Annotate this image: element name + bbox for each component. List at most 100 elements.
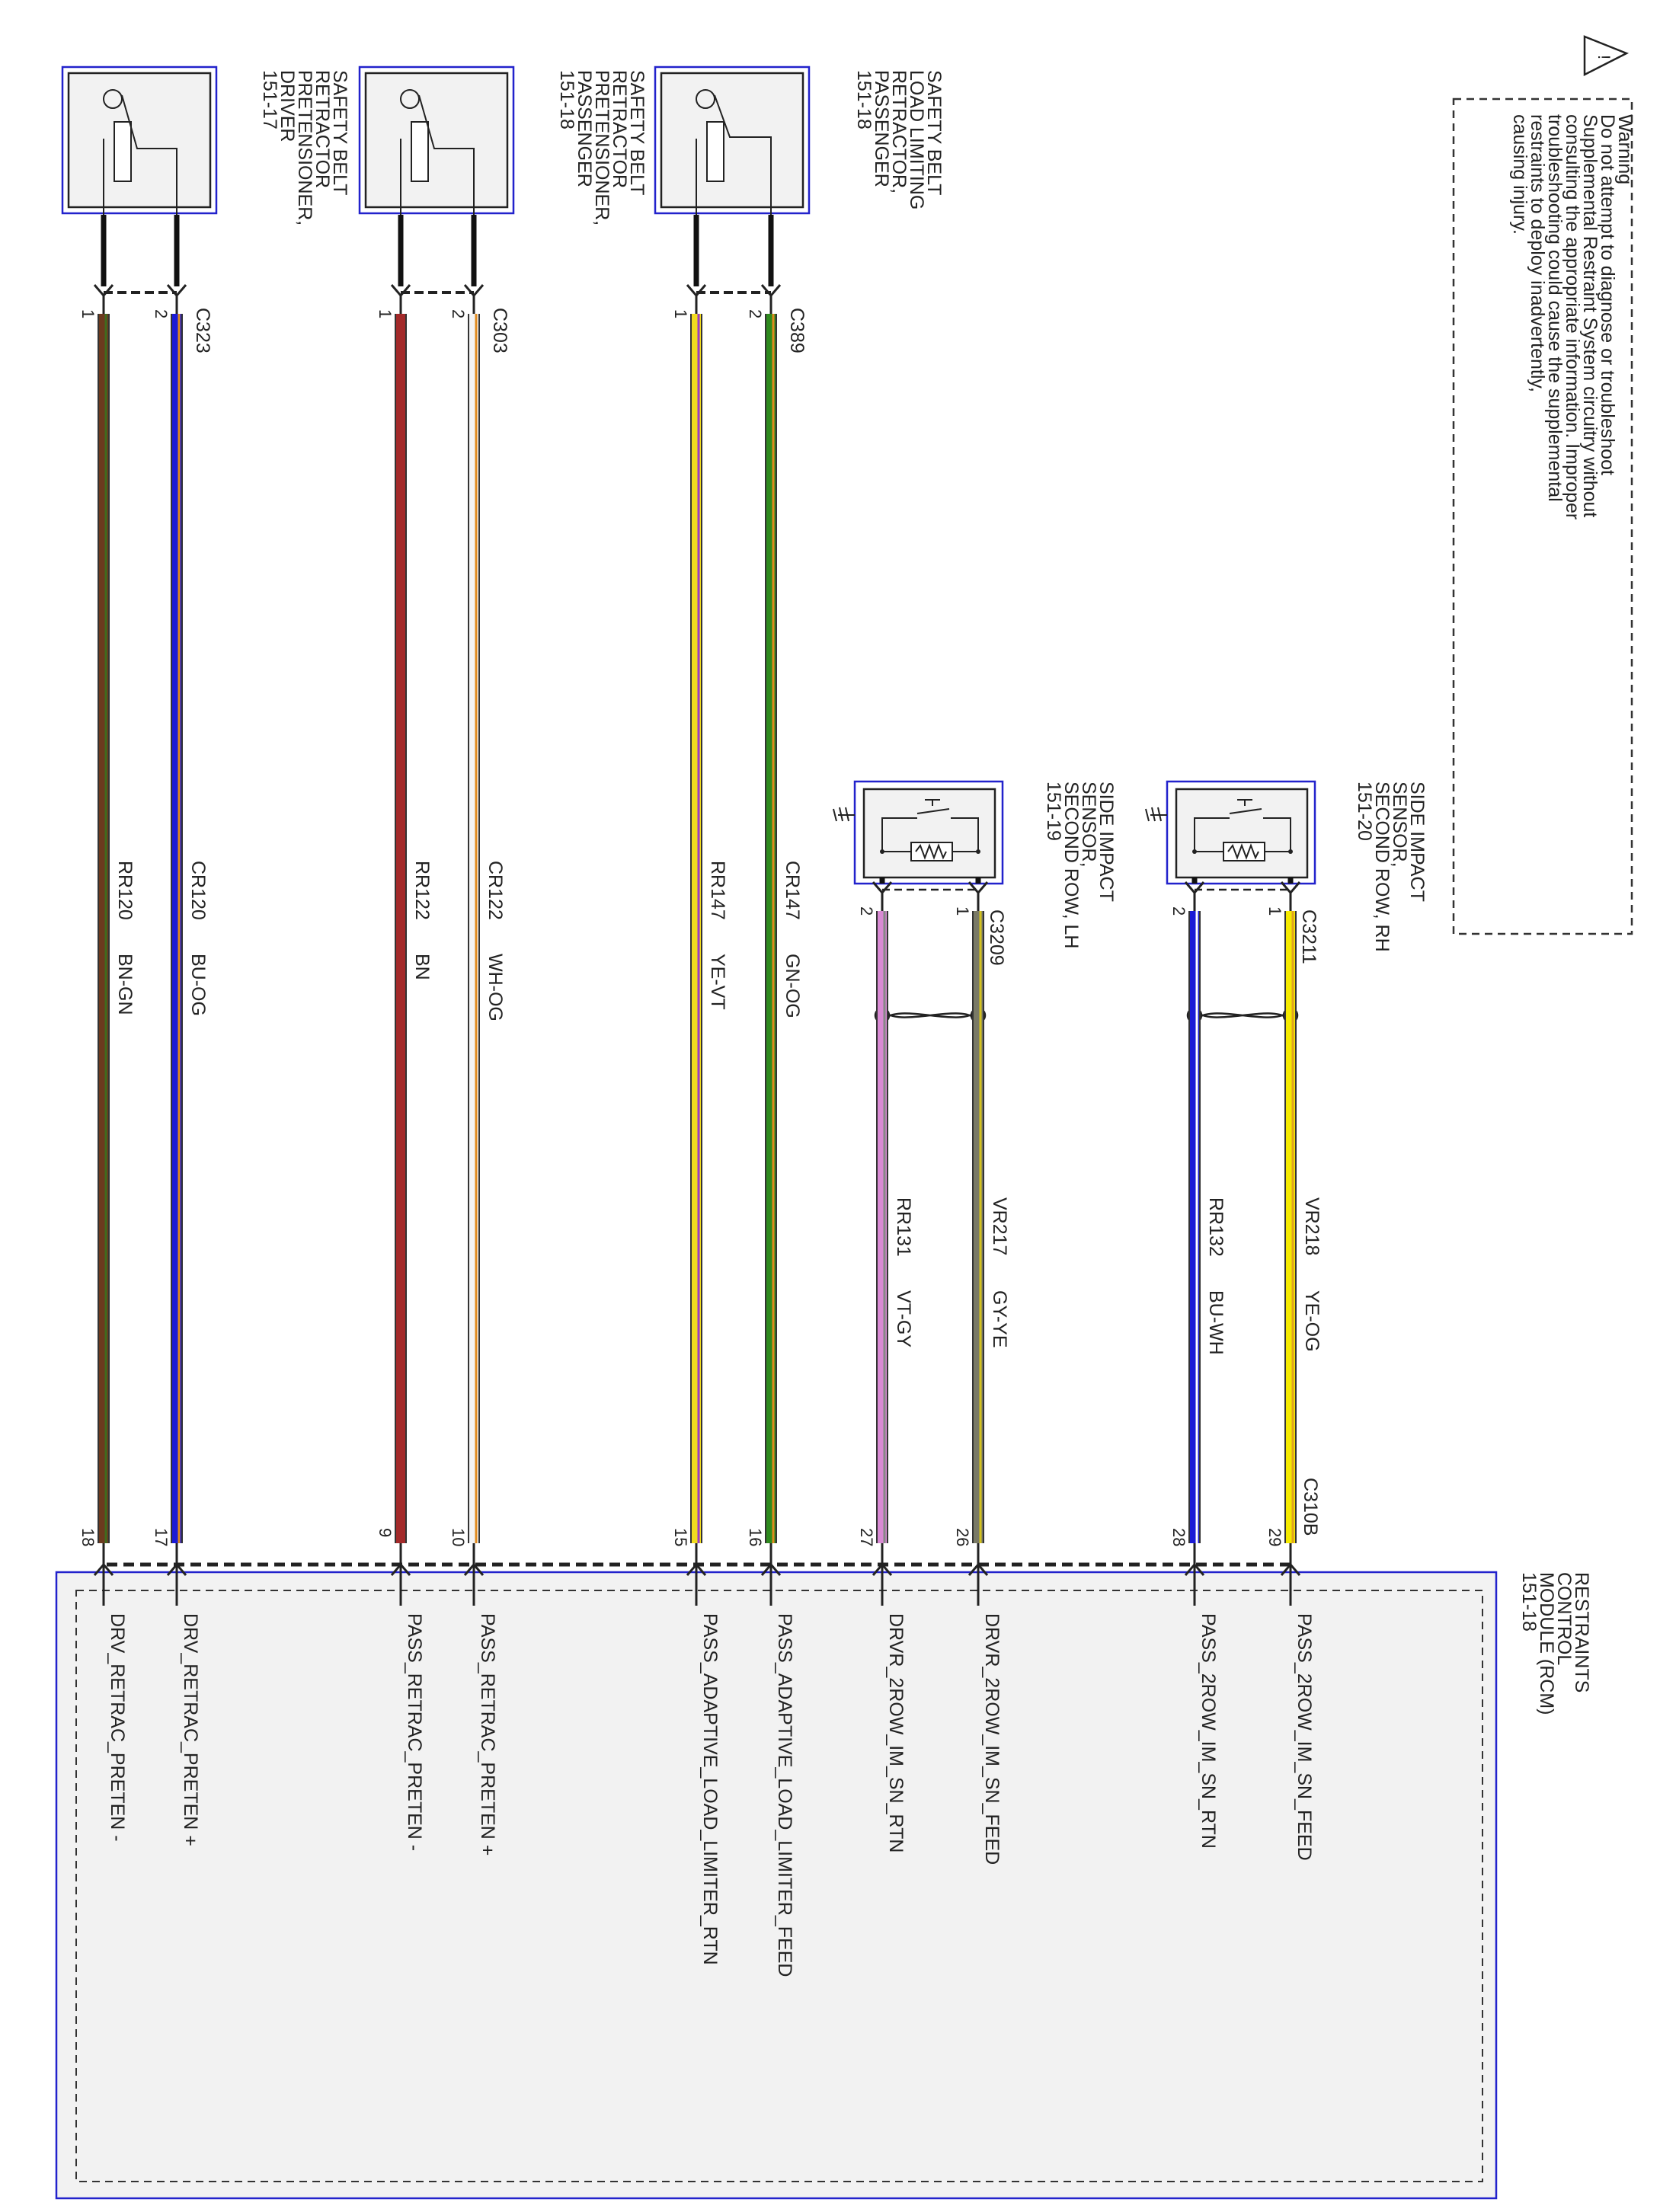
wire-color-code: BN: [411, 954, 433, 980]
connector-terminal-icon: [166, 284, 187, 314]
component-label: 151-18: [556, 70, 577, 129]
component-body: [862, 788, 996, 879]
connector-terminal-icon: [872, 881, 893, 911]
rcm-outline: [55, 1571, 1498, 2200]
wire-color-code: YE-VT: [707, 954, 728, 1010]
component-belt-load-limiter: SAFETY BELT LOAD LIMITING RETRACTOR, PAS…: [654, 66, 945, 353]
wire-color-code: GY-YE: [989, 1290, 1010, 1348]
warning-title: Warning: [1614, 114, 1636, 184]
connector-terminal-icon: [463, 284, 485, 314]
rcm-signal-name: PASS_2ROW_IM_SN_FEED: [1294, 1613, 1315, 1861]
connector-terminal-icon: [1280, 881, 1301, 911]
component-label: 151-17: [259, 70, 280, 129]
wire-color-code: VT-GY: [893, 1290, 914, 1347]
circuit-id: CR147: [782, 861, 803, 920]
component-pin-number: 1: [953, 906, 972, 916]
rcm-signal-name: PASS_2ROW_IM_SN_RTN: [1198, 1613, 1219, 1849]
rcm-title: RESTRAINTS: [1571, 1572, 1592, 1693]
rcm-signal-name: PASS_RETRAC_PRETEN -: [404, 1613, 425, 1851]
rcm-pin-number: 28: [1169, 1528, 1188, 1546]
component-pin-number: 1: [671, 309, 690, 318]
rcm-connector-label: C310B: [1300, 1478, 1321, 1536]
component-body: [364, 72, 509, 209]
component-pin-number: 2: [449, 309, 468, 318]
component-label: 151-18: [853, 70, 875, 129]
connector-terminal-icon: [968, 1543, 989, 1606]
component-pin-number: 2: [152, 309, 171, 318]
component-label: SIDE IMPACT: [1406, 782, 1428, 902]
circuit-id: CR120: [187, 861, 209, 920]
component-label: RETRACTOR: [609, 70, 630, 188]
component-label: SECOND ROW, RH: [1371, 782, 1393, 952]
component-label: SAFETY BELT: [626, 70, 648, 195]
component-label: 151-19: [1043, 782, 1064, 841]
component-pin-number: 2: [746, 309, 765, 318]
wire-color-code: WH-OG: [485, 954, 506, 1021]
circuit-id: RR122: [411, 861, 433, 920]
warning-triangle-mark: !: [1594, 55, 1614, 59]
warning-line: restraints to deploy inadvertently,: [1527, 114, 1548, 392]
circuit-id: RR132: [1205, 1197, 1227, 1257]
connector-terminal-icon: [760, 284, 782, 314]
warning-triangle-icon: [1583, 35, 1630, 77]
component-label: SENSOR,: [1389, 782, 1410, 868]
connector-label: C303: [489, 308, 510, 353]
circuit-id: CR122: [485, 861, 506, 920]
component-label: PRETENSIONER,: [591, 70, 613, 225]
component-label: SECOND ROW, LH: [1060, 782, 1082, 948]
connector-terminal-icon: [686, 284, 707, 314]
rcm-pin-number: 17: [152, 1528, 171, 1546]
warning-line: troubleshooting could cause the suppleme…: [1544, 114, 1566, 502]
connector-terminal-icon: [760, 1543, 782, 1606]
rcm-pin-number: 29: [1265, 1528, 1284, 1546]
rcm-signal-name: DRVR_2ROW_IM_SN_FEED: [981, 1613, 1003, 1865]
wire-color-code: BN-GN: [114, 954, 136, 1015]
circuit-id: RR131: [893, 1197, 914, 1257]
component-pin-number: 1: [78, 309, 98, 318]
connector-terminal-icon: [1184, 881, 1205, 911]
rcm-signal-name: DRVR_2ROW_IM_SN_RTN: [885, 1613, 907, 1852]
rcm-pin-number: 26: [953, 1528, 972, 1546]
component-label: DRIVER: [277, 70, 298, 142]
pretensioner-icon: [400, 89, 475, 251]
connector-terminal-icon: [968, 881, 989, 911]
component-body: [1175, 788, 1309, 879]
warning-panel: ! Warning Do not attempt to diagnose or …: [1452, 35, 1636, 935]
rcm-pin-number: 10: [449, 1528, 468, 1546]
wire-color-code: GN-OG: [782, 954, 803, 1018]
component-label: SAFETY BELT: [923, 70, 945, 195]
component-label: LOAD LIMITING: [906, 70, 927, 209]
connector-terminal-icon: [1280, 1543, 1301, 1606]
component-label: RETRACTOR: [312, 70, 333, 188]
connector-label: C3211: [1298, 909, 1319, 964]
rcm-signal-name: PASS_RETRAC_PRETEN +: [477, 1613, 498, 1856]
circuit-id: VR217: [989, 1197, 1010, 1255]
component-belt-driver: SAFETY BELT RETRACTOR PRETENSIONER, DRIV…: [61, 66, 350, 353]
wire-color-code: BU-OG: [187, 954, 209, 1016]
warning-line: causing injury.: [1509, 114, 1530, 235]
component-belt-passenger: SAFETY BELT RETRACTOR PRETENSIONER, PASS…: [358, 66, 648, 353]
component-pin-number: 1: [376, 309, 395, 318]
connector-terminal-icon: [872, 1543, 893, 1606]
connector-terminal-icon: [686, 1543, 707, 1606]
warning-line: Supplemental Restraint System circuitry …: [1579, 114, 1601, 517]
rcm-title: MODULE (RCM): [1536, 1572, 1557, 1715]
component-label: RETRACTOR,: [888, 70, 910, 193]
wire-color-code: YE-OG: [1301, 1290, 1323, 1352]
circuit-id: RR120: [114, 861, 136, 920]
twisted-pair-icon: [1194, 1009, 1291, 1021]
rcm-module: RESTRAINTS CONTROL MODULE (RCM) 151-18 C…: [55, 1478, 1592, 2200]
rcm-pin-number: 15: [671, 1528, 690, 1546]
component-label: PRETENSIONER,: [294, 70, 315, 225]
component-label: PASSENGER: [574, 70, 595, 187]
component-body: [67, 72, 212, 209]
connector-label: C389: [786, 308, 808, 353]
connector-terminal-icon: [166, 1543, 187, 1606]
circuit-id: RR147: [707, 861, 728, 920]
component-label: SENSOR,: [1078, 782, 1099, 868]
connector-label: C323: [192, 308, 213, 353]
component-label: PASSENGER: [871, 70, 892, 187]
rcm-pin-number: 9: [376, 1528, 395, 1537]
rcm-pin-number: 18: [78, 1528, 98, 1546]
